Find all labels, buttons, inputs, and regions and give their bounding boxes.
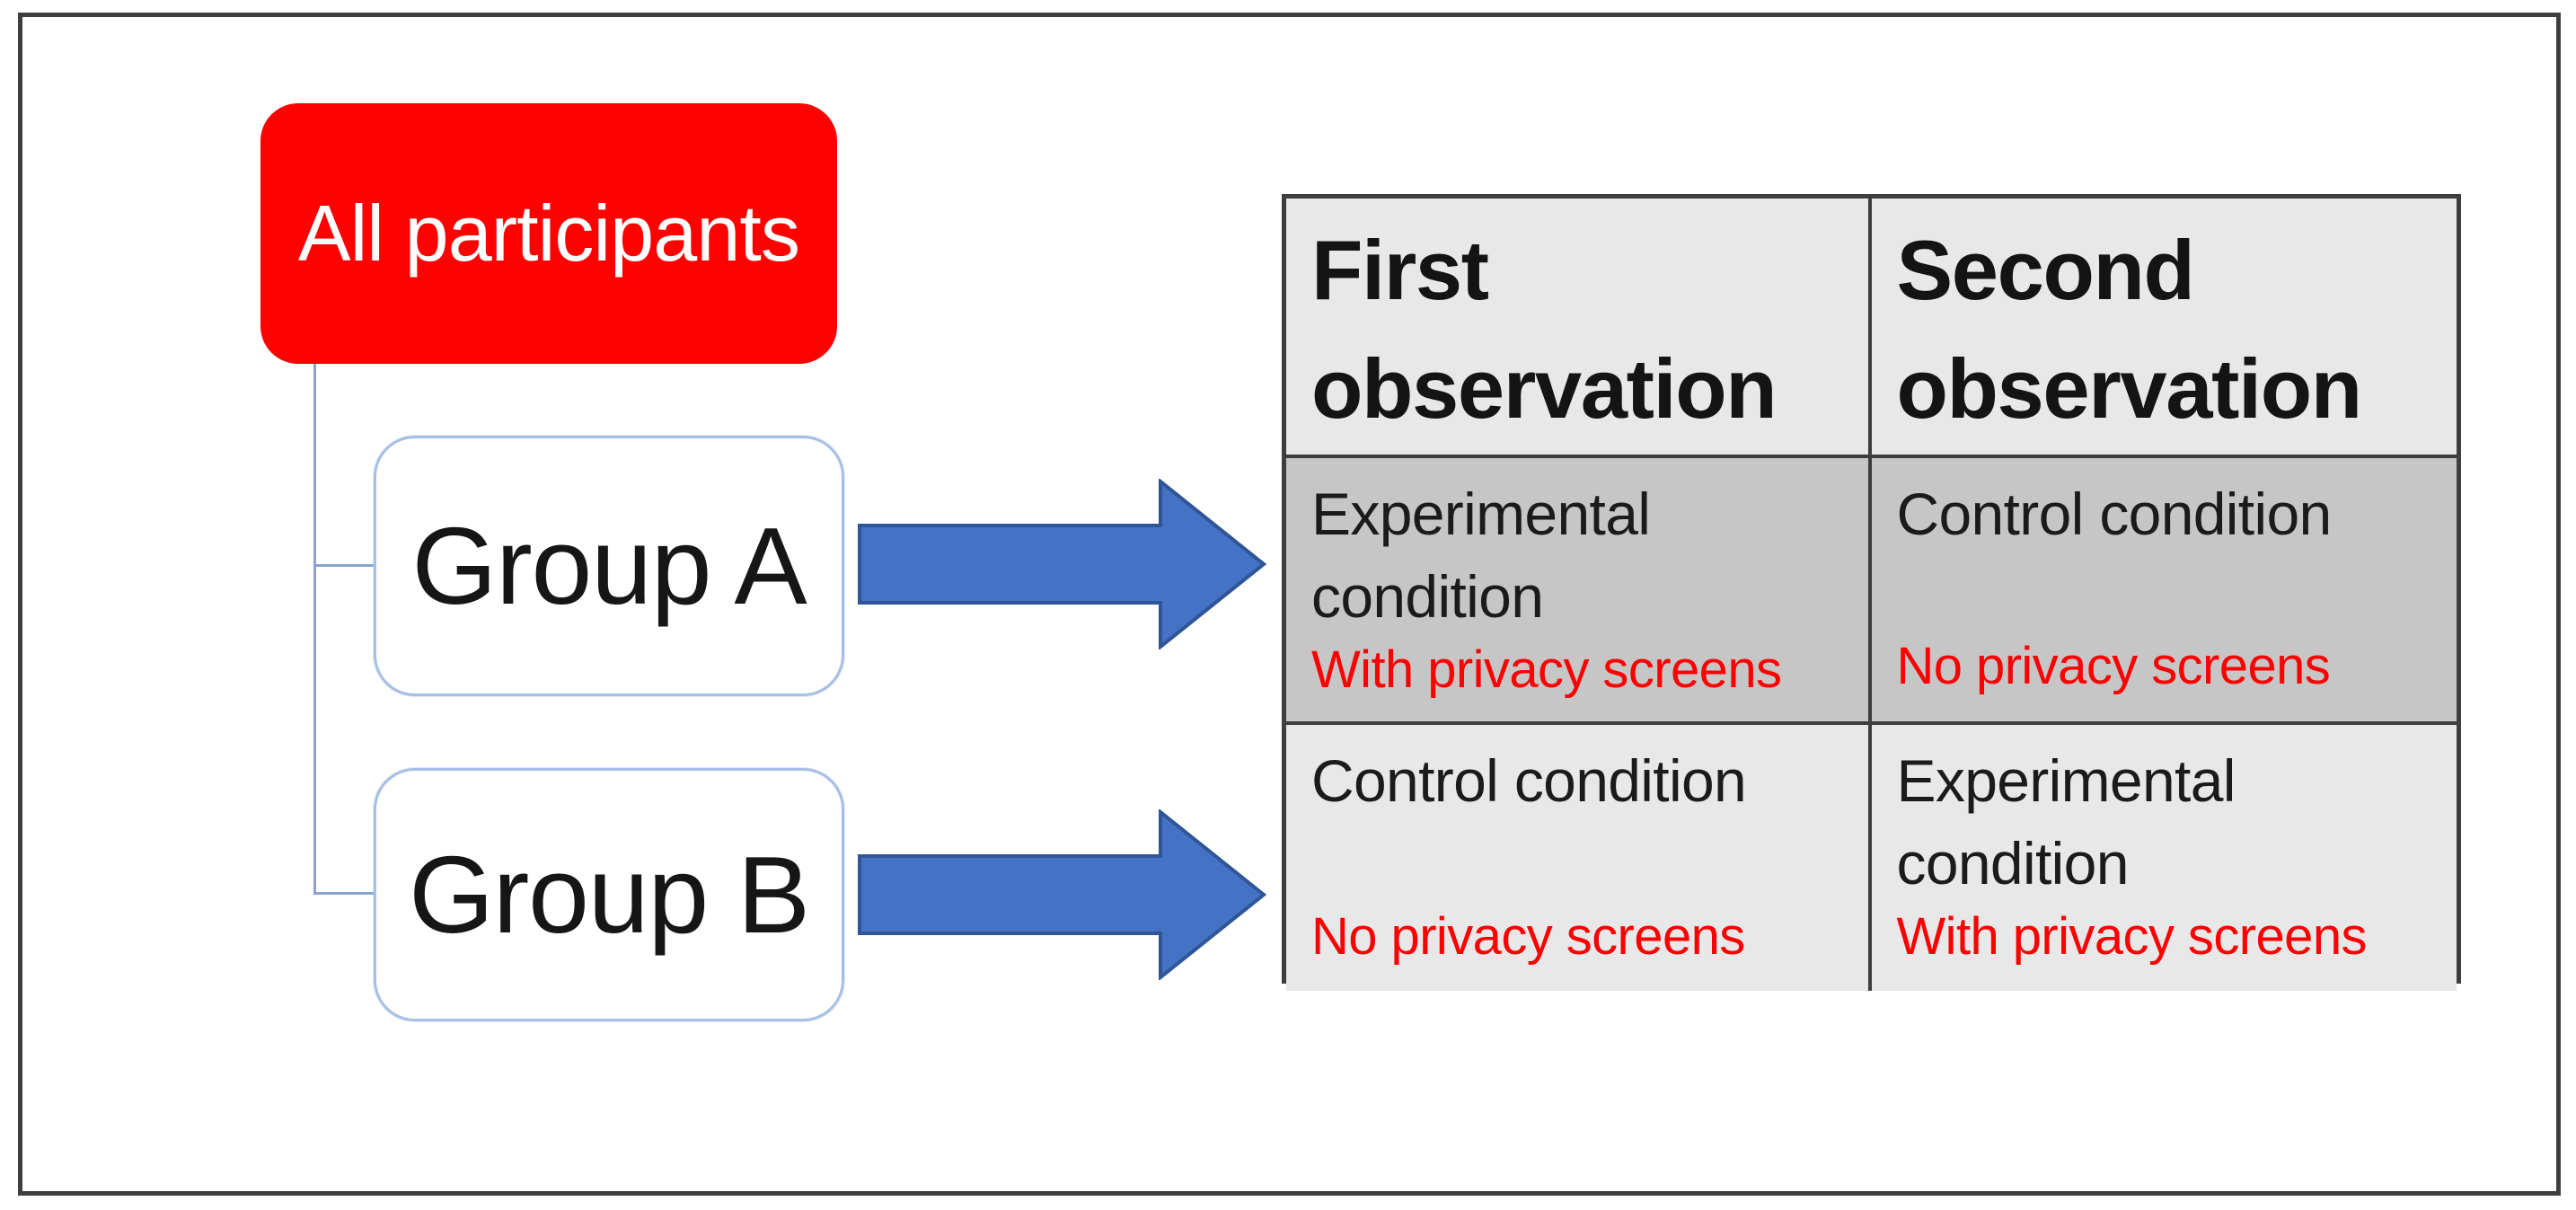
connector-trunk-line [313, 363, 316, 895]
group-a-node: Group A [374, 436, 844, 696]
condition-text: Experimental condition [1896, 747, 2236, 897]
privacy-screens-note: With privacy screens [1311, 640, 1782, 699]
all-participants-node: All participants [260, 103, 837, 364]
header-label: First observation [1311, 223, 1778, 436]
table-cell-row1-col1: Experimental condition With privacy scre… [1286, 458, 1872, 725]
group-b-node: Group B [374, 768, 844, 1021]
table-cell-row1-col2: Control condition No privacy screens [1871, 458, 2457, 725]
condition-text: Control condition [1896, 481, 2333, 547]
connector-branch-group-a [313, 564, 374, 567]
group-a-label: Group A [411, 505, 807, 627]
table-cell-row2-col2: Experimental condition With privacy scre… [1871, 725, 2457, 992]
right-arrow-icon [858, 809, 1267, 980]
privacy-screens-note: No privacy screens [1896, 637, 2331, 696]
privacy-screens-note: No privacy screens [1311, 906, 1745, 966]
header-label: Second observation [1896, 223, 2363, 436]
connector-branch-group-b [313, 892, 374, 895]
right-arrow-shape [858, 809, 1267, 980]
right-arrow-shape [858, 479, 1267, 649]
condition-text: Experimental condition [1311, 481, 1651, 631]
table-header-first-observation: First observation [1286, 199, 1872, 458]
all-participants-label: All participants [297, 188, 800, 278]
group-b-label: Group B [409, 834, 810, 956]
table-cell-row2-col1: Control condition No privacy screens [1286, 725, 1872, 992]
condition-text: Control condition [1311, 747, 1747, 814]
observation-table: First observation Second observation Exp… [1282, 194, 2461, 992]
privacy-screens-note: With privacy screens [1896, 906, 2368, 966]
right-arrow-icon [858, 479, 1267, 649]
table-header-second-observation: Second observation [1871, 199, 2457, 458]
